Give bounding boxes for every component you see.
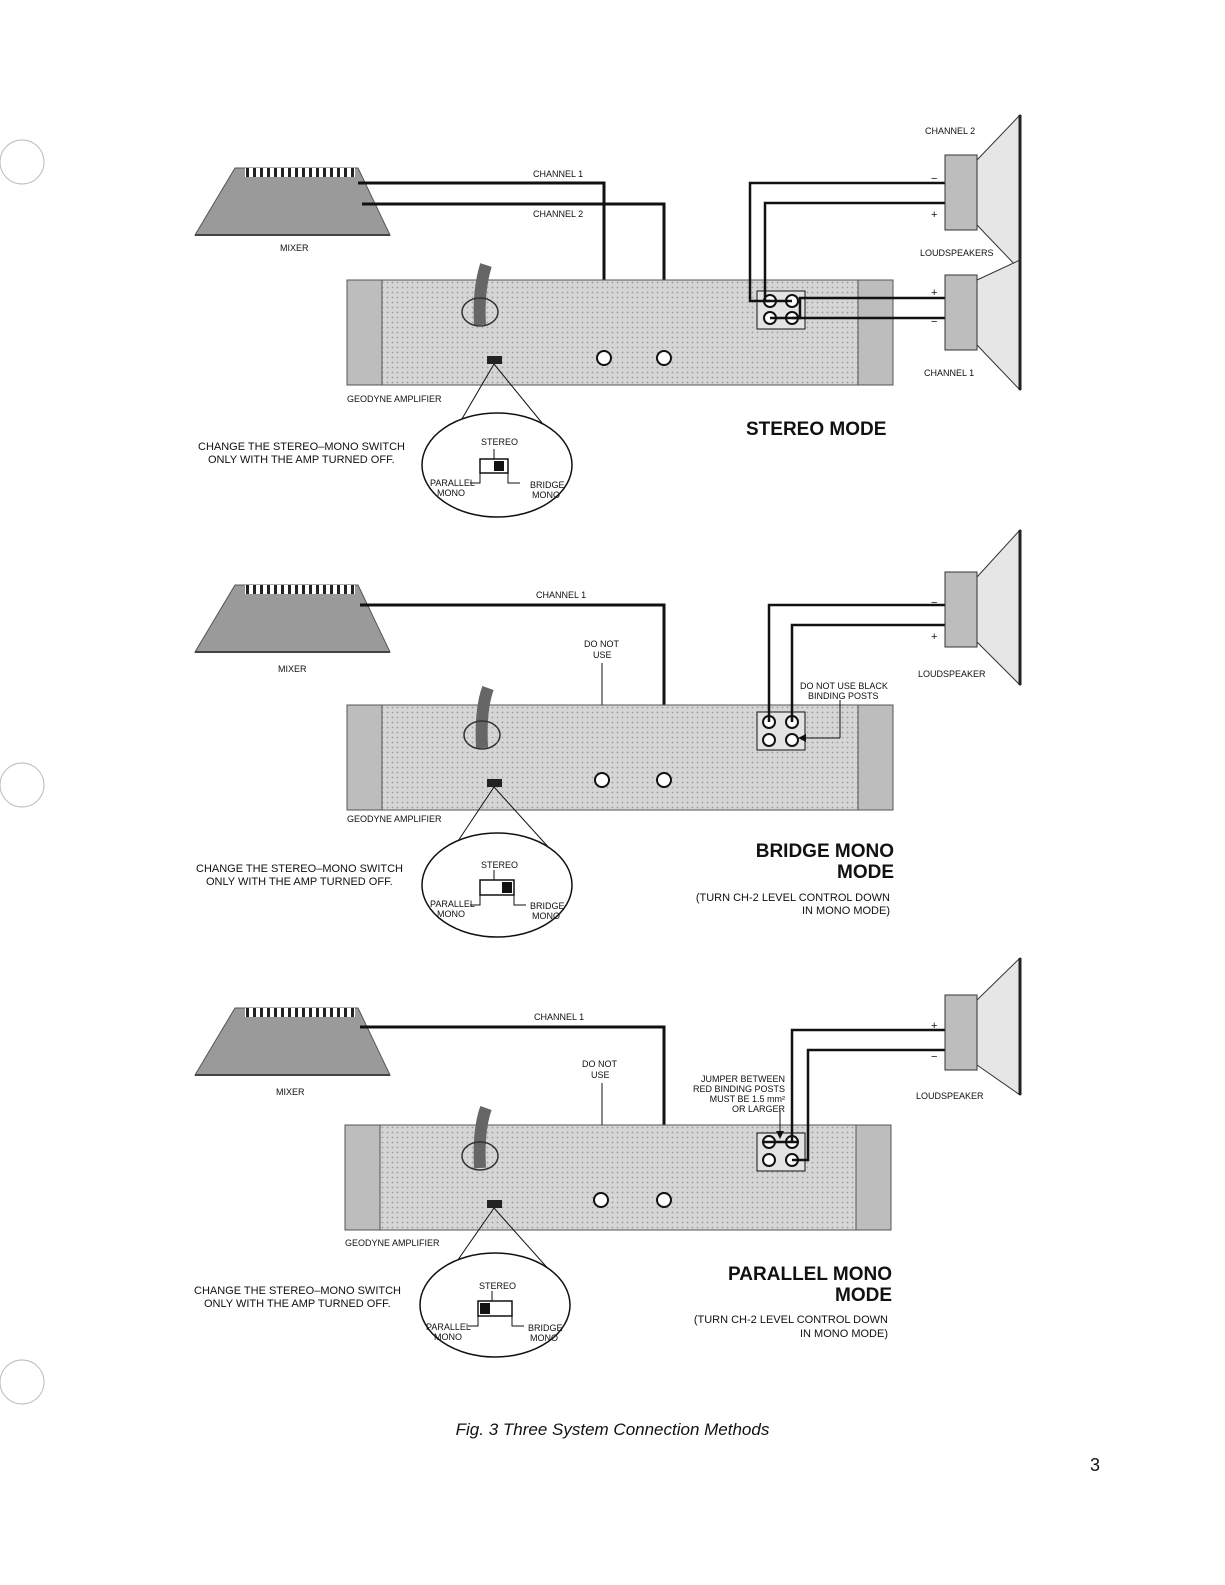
mixer-icon [194, 1007, 391, 1076]
mode-title: STEREO MODE [746, 419, 886, 440]
switch-bridge-mono-label: MONO [530, 1333, 558, 1343]
do-not-use-label-2: USE [591, 1070, 610, 1080]
mode-title-2: MODE [837, 862, 894, 883]
loudspeaker-icon [944, 956, 1022, 1096]
switch-stereo-label: STEREO [481, 437, 518, 447]
switch-stereo-label: STEREO [481, 860, 518, 870]
loudspeaker-icon [944, 528, 1022, 687]
mode-note: (TURN CH-2 LEVEL CONTROL DOWN [696, 892, 890, 904]
switch-bridge-mono-label: MONO [532, 911, 560, 921]
post-note: DO NOT USE BLACK [800, 681, 888, 691]
do-not-use-label: DO NOT [582, 1059, 618, 1069]
parallel-mono-diagram: MIXER CHANNEL 1 DO NOT USE GEODYNE AMPLI… [194, 956, 1022, 1358]
switch-bridge-label: BRIDGE [528, 1323, 563, 1333]
svg-text:+: + [931, 631, 937, 643]
loudspeaker-label: LOUDSPEAKER [916, 1091, 984, 1101]
mixer-label: MIXER [280, 243, 309, 253]
channel-1-label: CHANNEL 1 [533, 169, 583, 179]
switch-parallel-mono-label: MONO [437, 909, 465, 919]
mode-title-2: MODE [835, 1285, 892, 1306]
svg-text:−: − [931, 173, 937, 185]
warning-line-1: CHANGE THE STEREO–MONO SWITCH [198, 441, 405, 453]
do-not-use-label: DO NOT [584, 639, 620, 649]
svg-text:+: + [931, 287, 937, 299]
amplifier-icon [346, 263, 894, 386]
mixer-label: MIXER [276, 1087, 305, 1097]
loudspeaker-icon [944, 259, 1022, 392]
warning-line-1: CHANGE THE STEREO–MONO SWITCH [194, 1285, 401, 1297]
svg-text:−: − [931, 597, 937, 609]
svg-text:+: + [931, 1020, 937, 1032]
binder-holes [0, 139, 45, 1405]
channel-1-label: CHANNEL 1 [534, 1012, 584, 1022]
amplifier-icon [344, 1105, 892, 1231]
svg-text:−: − [931, 1051, 937, 1063]
channel-2-label: CHANNEL 2 [533, 209, 583, 219]
mixer-label: MIXER [278, 664, 307, 674]
loudspeakers-label: LOUDSPEAKERS [920, 248, 994, 258]
mode-note-2: IN MONO MODE) [800, 1328, 888, 1340]
amp-label: GEODYNE AMPLIFIER [345, 1238, 440, 1248]
figure-caption: Fig. 3 Three System Connection Methods [455, 1420, 770, 1439]
svg-text:+: + [931, 209, 937, 221]
switch-parallel-mono-label: MONO [434, 1332, 462, 1342]
warning-line-2: ONLY WITH THE AMP TURNED OFF. [204, 1298, 391, 1310]
jumper-note: JUMPER BETWEEN [701, 1074, 785, 1084]
amp-label: GEODYNE AMPLIFIER [347, 814, 442, 824]
switch-stereo-label: STEREO [479, 1281, 516, 1291]
speaker-channel-1-label: CHANNEL 1 [924, 368, 974, 378]
amplifier-icon [346, 685, 894, 811]
channel-1-label: CHANNEL 1 [536, 590, 586, 600]
switch-parallel-label: PARALLEL [430, 899, 475, 909]
warning-line-2: ONLY WITH THE AMP TURNED OFF. [206, 876, 393, 888]
loudspeaker-label: LOUDSPEAKER [918, 669, 986, 679]
switch-bridge-mono-label: MONO [532, 490, 560, 500]
speaker-channel-2-label: CHANNEL 2 [925, 126, 975, 136]
warning-line-2: ONLY WITH THE AMP TURNED OFF. [208, 454, 395, 466]
mode-note: (TURN CH-2 LEVEL CONTROL DOWN [694, 1314, 888, 1326]
mixer-icon [194, 167, 391, 236]
post-note-2: BINDING POSTS [808, 691, 879, 701]
mixer-icon [194, 584, 391, 653]
svg-text:−: − [931, 316, 937, 328]
warning-line-1: CHANGE THE STEREO–MONO SWITCH [196, 863, 403, 875]
switch-parallel-label: PARALLEL [430, 478, 475, 488]
switch-parallel-label: PARALLEL [426, 1322, 471, 1332]
amp-label: GEODYNE AMPLIFIER [347, 394, 442, 404]
page-number: 3 [1090, 1455, 1101, 1475]
switch-bridge-label: BRIDGE [530, 480, 565, 490]
mode-note-2: IN MONO MODE) [802, 905, 890, 917]
do-not-use-label-2: USE [593, 650, 612, 660]
loudspeaker-icon [944, 113, 1022, 272]
mode-title: PARALLEL MONO [728, 1264, 892, 1285]
mode-title: BRIDGE MONO [756, 841, 894, 862]
jumper-note-2: RED BINDING POSTS [693, 1084, 785, 1094]
jumper-note-4: OR LARGER [732, 1104, 786, 1114]
bridge-mono-diagram: MIXER CHANNEL 1 DO NOT USE GEODYNE AMPLI… [194, 528, 1022, 938]
switch-parallel-mono-label: MONO [437, 488, 465, 498]
stereo-diagram: MIXER CHANNEL 1 CHANNEL 2 GEODYNE AMPLIF… [194, 113, 1022, 518]
switch-bridge-label: BRIDGE [530, 901, 565, 911]
jumper-note-3: MUST BE 1.5 mm² [710, 1094, 785, 1104]
